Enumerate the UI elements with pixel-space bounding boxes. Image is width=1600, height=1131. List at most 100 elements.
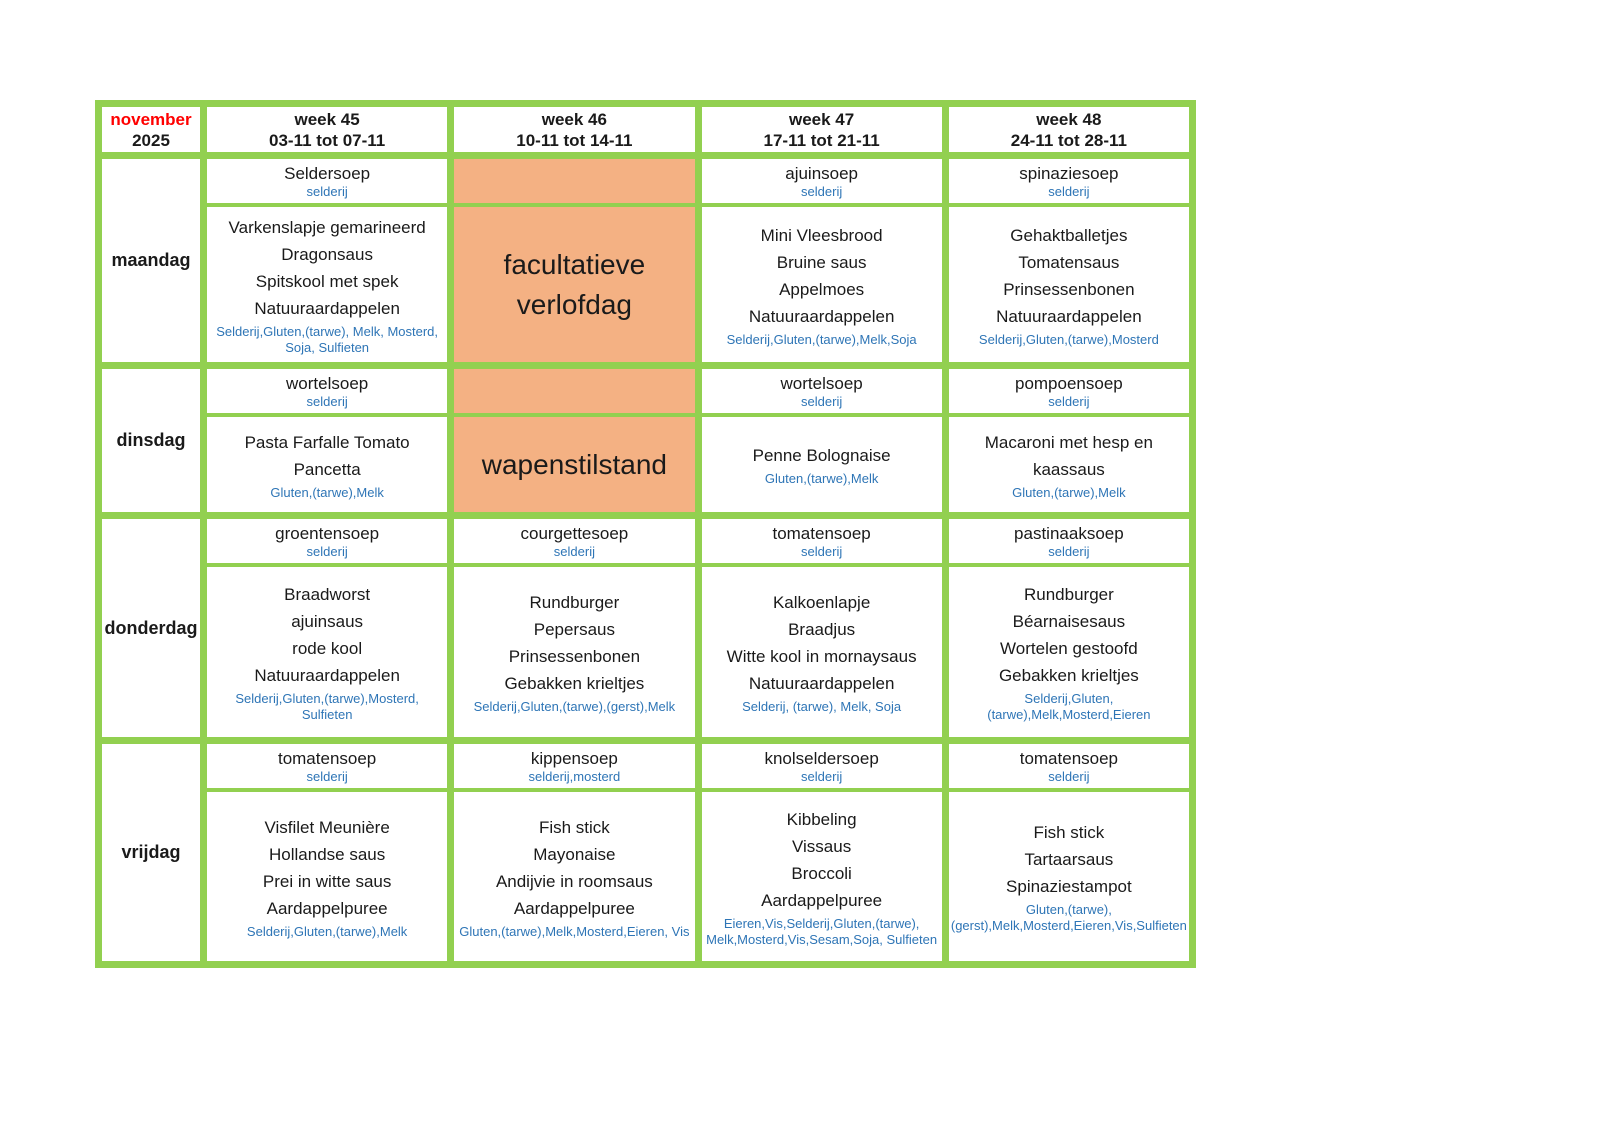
soup-section: courgettesoep selderij: [454, 519, 695, 563]
soup-allergens: selderij: [306, 768, 348, 784]
day-label-maandag: maandag: [102, 159, 200, 362]
soup-name: kippensoep: [530, 748, 618, 768]
day-label-donderdag: donderdag: [102, 519, 200, 737]
week-dates: 10-11 tot 14-11: [516, 130, 633, 150]
dish-allergens: Selderij,Gluten,(tarwe),Melk,Mosterd,Eie…: [987, 691, 1151, 722]
soup-name: courgettesoep: [520, 523, 629, 543]
week-48-header: week 48 24-11 tot 28-11: [948, 107, 1189, 152]
soup-name: tomatensoep: [772, 523, 871, 543]
soup-name: spinaziesoep: [1019, 163, 1119, 183]
soup-allergens: selderij: [553, 543, 595, 559]
soup-name: ajuinsoep: [785, 163, 859, 183]
dish-lines: Macaroni met hesp en kaassaus: [984, 432, 1153, 479]
soup-section: ajuinsoep selderij: [701, 159, 942, 203]
day-label: dinsdag: [116, 430, 186, 450]
dish-allergens: Gluten,(tarwe),Melk: [1012, 484, 1126, 500]
soup-allergens: selderij: [306, 543, 348, 559]
dish-allergens: Gluten,(tarwe),Melk,Mosterd,Eieren, Vis: [459, 923, 690, 939]
soup-section: groentensoep selderij: [207, 519, 448, 563]
soup-name: knolseldersoep: [764, 748, 879, 768]
day-label-dinsdag: dinsdag: [102, 369, 200, 512]
holiday-main: facultatieve verlofdag: [454, 207, 695, 362]
day-label: donderdag: [104, 617, 198, 638]
main-section: Visfilet Meunière Hollandse saus Prei in…: [207, 792, 448, 961]
dish-lines: Rundburger Béarnaisesaus Wortelen gestoo…: [998, 585, 1139, 685]
soup-allergens: selderij: [1048, 393, 1090, 409]
soup-section: wortelsoep selderij: [207, 369, 448, 413]
soup-name: wortelsoep: [286, 373, 369, 393]
soup-section: pastinaaksoep selderij: [948, 519, 1189, 563]
soup-allergens: selderij: [306, 393, 348, 409]
soup-allergens: selderij: [801, 183, 843, 199]
dish-lines: Penne Bolognaise: [752, 446, 891, 465]
menu-cell-donderdag-week48: pastinaaksoep selderij Rundburger Béarna…: [948, 519, 1189, 737]
week-label: week 48: [1036, 109, 1102, 129]
dish-allergens: Selderij,Gluten,(tarwe),Mosterd, Sulfiet…: [235, 691, 419, 722]
main-section: Fish stick Mayonaise Andijvie in roomsau…: [454, 792, 695, 961]
soup-section: wortelsoep selderij: [701, 369, 942, 413]
dish-allergens: Selderij,Gluten,(tarwe),Melk: [246, 923, 408, 939]
main-section: Braadworst ajuinsaus rode kool Natuuraar…: [207, 567, 448, 737]
soup-section: knolseldersoep selderij: [701, 744, 942, 788]
dish-lines: Braadworst ajuinsaus rode kool Natuuraar…: [254, 585, 400, 685]
menu-cell-dinsdag-week48: pompoensoep selderij Macaroni met hesp e…: [948, 369, 1189, 512]
soup-section: tomatensoep selderij: [207, 744, 448, 788]
main-section: Pasta Farfalle Tomato Pancetta Gluten,(t…: [207, 417, 448, 512]
day-row-vrijdag: vrijdag tomatensoep selderij Visfilet Me…: [102, 744, 1189, 961]
main-section: Fish stick Tartaarsaus Spinaziestampot G…: [948, 792, 1189, 961]
main-section: Macaroni met hesp en kaassaus Gluten,(ta…: [948, 417, 1189, 512]
main-section: Rundburger Pepersaus Prinsessenbonen Geb…: [454, 567, 695, 737]
menu-cell-donderdag-week46: courgettesoep selderij Rundburger Pepers…: [454, 519, 695, 737]
dish-allergens: Gluten,(tarwe),(gerst),Melk,Mosterd,Eier…: [950, 902, 1187, 933]
menu-cell-donderdag-week47: tomatensoep selderij Kalkoenlapje Braadj…: [701, 519, 942, 737]
main-section: Gehaktballetjes Tomatensaus Prinsessenbo…: [948, 207, 1189, 362]
menu-cell-dinsdag-week45: wortelsoep selderij Pasta Farfalle Tomat…: [207, 369, 448, 512]
main-section: Mini Vleesbrood Bruine saus Appelmoes Na…: [701, 207, 942, 362]
main-section: Varkenslapje gemarineerd Dragonsaus Spit…: [207, 207, 448, 362]
dish-lines: Rundburger Pepersaus Prinsessenbonen Geb…: [504, 593, 645, 693]
soup-section: Seldersoep selderij: [207, 159, 448, 203]
dish-allergens: Selderij, (tarwe), Melk, Soja: [742, 699, 902, 714]
menu-cell-maandag-week47: ajuinsoep selderij Mini Vleesbrood Bruin…: [701, 159, 942, 362]
main-section: Kibbeling Vissaus Broccoli Aardappelpure…: [701, 792, 942, 961]
dish-lines: Visfilet Meunière Hollandse saus Prei in…: [262, 817, 392, 918]
dish-allergens: Selderij,Gluten,(tarwe),Mosterd: [978, 331, 1159, 347]
dish-allergens: Selderij,Gluten,(tarwe), Melk, Mosterd, …: [216, 323, 439, 355]
soup-section: kippensoep selderij,mosterd: [454, 744, 695, 788]
menu-cell-vrijdag-week47: knolseldersoep selderij Kibbeling Vissau…: [701, 744, 942, 961]
soup-allergens: selderij: [801, 393, 843, 409]
soup-allergens: selderij: [801, 543, 843, 559]
dish-lines: Kalkoenlapje Braadjus Witte kool in morn…: [726, 593, 917, 693]
soup-name: pastinaaksoep: [1014, 523, 1124, 543]
soup-name: groentensoep: [275, 523, 380, 543]
week-45-header: week 45 03-11 tot 07-11: [207, 107, 448, 152]
dish-allergens: Gluten,(tarwe),Melk: [270, 484, 384, 500]
menu-cell-maandag-week45: Seldersoep selderij Varkenslapje gemarin…: [207, 159, 448, 362]
month-year-cell: november 2025: [102, 107, 200, 152]
dish-lines: Fish stick Mayonaise Andijvie in roomsau…: [495, 817, 653, 918]
menu-table: november 2025 week 45 03-11 tot 07-11 we…: [95, 100, 1196, 968]
soup-allergens: selderij: [1048, 543, 1090, 559]
year-label: 2025: [132, 130, 170, 150]
week-label: week 47: [789, 109, 855, 129]
dish-lines: Pasta Farfalle Tomato Pancetta: [244, 432, 410, 479]
header-row: november 2025 week 45 03-11 tot 07-11 we…: [102, 107, 1189, 152]
holiday-cell-dinsdag-week46: wapenstilstand: [454, 369, 695, 512]
week-dates: 24-11 tot 28-11: [1010, 130, 1127, 150]
day-label-vrijdag: vrijdag: [102, 744, 200, 961]
menu-cell-donderdag-week45: groentensoep selderij Braadworst ajuinsa…: [207, 519, 448, 737]
main-section: Rundburger Béarnaisesaus Wortelen gestoo…: [948, 567, 1189, 737]
soup-name: pompoensoep: [1014, 373, 1123, 393]
dish-allergens: Selderij,Gluten,(tarwe),(gerst),Melk: [473, 699, 676, 714]
week-label: week 45: [294, 109, 360, 129]
week-46-header: week 46 10-11 tot 14-11: [454, 107, 695, 152]
menu-cell-maandag-week48: spinaziesoep selderij Gehaktballetjes To…: [948, 159, 1189, 362]
week-dates: 03-11 tot 07-11: [269, 130, 386, 150]
dish-allergens: Gluten,(tarwe),Melk: [764, 471, 879, 486]
holiday-main: wapenstilstand: [454, 417, 695, 512]
soup-name: tomatensoep: [1019, 748, 1119, 768]
dish-lines: Varkenslapje gemarineerd Dragonsaus Spit…: [228, 217, 426, 318]
dish-allergens: Selderij,Gluten,(tarwe),Melk,Soja: [726, 331, 917, 347]
main-section: Penne Bolognaise Gluten,(tarwe),Melk: [701, 417, 942, 512]
soup-section: tomatensoep selderij: [701, 519, 942, 563]
